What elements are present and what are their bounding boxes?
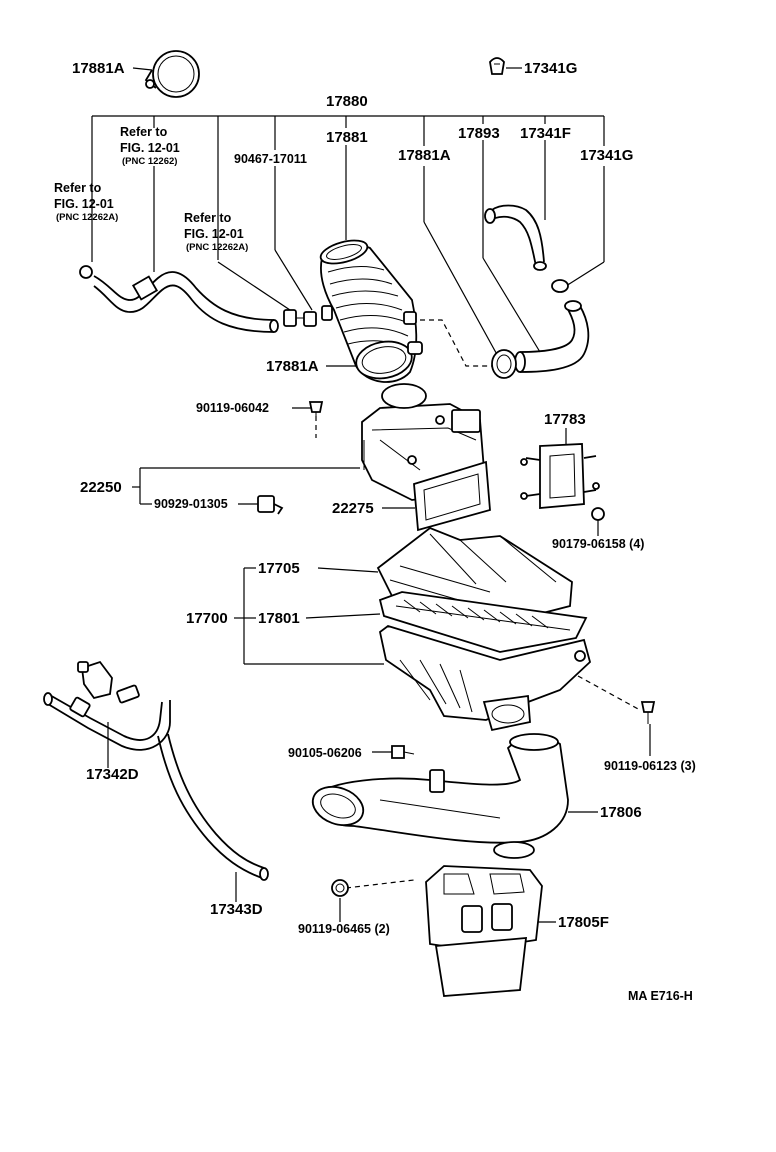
resonator-17805f [425, 841, 543, 997]
hose-17893 [514, 300, 590, 373]
ref3-line2: FIG. 12-01 [184, 227, 244, 241]
intake-duct-17806 [311, 733, 569, 844]
vacuum-hose-17343d [157, 733, 269, 881]
label-17881: 17881 [326, 129, 368, 146]
label-17881a-mid: 17881A [398, 147, 451, 164]
gasket-22275 [413, 460, 491, 532]
clamp-17341g-right [551, 279, 569, 293]
ref3-line1: Refer to [184, 211, 232, 225]
bolt-90119-06042 [308, 401, 324, 418]
vacuum-hose-17342d [43, 660, 171, 751]
filter-element-17801 [378, 591, 588, 653]
footer-code: MA E716-H [628, 989, 693, 1003]
hose-clamp-17881a-mid [491, 349, 517, 379]
leader-lines [91, 67, 651, 923]
air-cleaner-case [378, 625, 592, 732]
breather-hose-left [79, 265, 279, 333]
dashed-guides [315, 319, 641, 889]
label-17343d: 17343D [210, 901, 263, 918]
label-17806: 17806 [600, 804, 642, 821]
label-90119-06042: 90119-06042 [196, 401, 269, 415]
bracket-17783 [520, 443, 600, 509]
clip-17341g-top [489, 57, 505, 75]
bolt-90105-06206 [391, 745, 415, 759]
label-90119-06123: 90119-06123 (3) [604, 759, 696, 773]
label-17893: 17893 [458, 125, 500, 142]
ref1-line2: FIG. 12-01 [120, 141, 180, 155]
label-90119-06465: 90119-06465 (2) [298, 922, 390, 936]
label-17705: 17705 [258, 560, 300, 577]
label-17341g-top: 17341G [524, 60, 577, 77]
bolt-90119-06465 [331, 879, 349, 897]
label-17881a-top: 17881A [72, 60, 125, 77]
label-17342d: 17342D [86, 766, 139, 783]
label-90179-06158: 90179-06158 (4) [552, 537, 644, 551]
hose-clamp-17881a-low [407, 341, 423, 355]
ref1-line3: (PNC 12262) [122, 156, 177, 167]
hose-17341f [484, 204, 547, 271]
label-17341g-right: 17341G [580, 147, 633, 164]
label-90467-17011: 90467-17011 [234, 152, 307, 166]
label-17881a-low: 17881A [266, 358, 319, 375]
label-17880: 17880 [326, 93, 368, 110]
part-labels: 17881A 17341G 17880 17881 90467-17011 17… [54, 60, 696, 1003]
label-17783: 17783 [544, 411, 586, 428]
air-cleaner-hose-17881 [319, 239, 418, 383]
label-90929-01305: 90929-01305 [154, 497, 228, 511]
label-22275: 22275 [332, 500, 374, 517]
bolt-90119-06123 [640, 701, 656, 724]
hose-clamps-small [283, 309, 317, 327]
label-17805f: 17805F [558, 914, 609, 931]
label-17700: 17700 [186, 610, 228, 627]
label-90105-06206: 90105-06206 [288, 746, 362, 760]
label-22250: 22250 [80, 479, 122, 496]
ref2-line2: FIG. 12-01 [54, 197, 114, 211]
hose-clamp-17881a-top [144, 50, 200, 98]
nut-90179-06158 [591, 507, 605, 521]
ref1-line1: Refer to [120, 125, 168, 139]
ref2-line1: Refer to [54, 181, 102, 195]
ref3-line3: (PNC 12262A) [186, 242, 248, 253]
ref2-line3: (PNC 12262A) [56, 212, 118, 223]
label-17801: 17801 [258, 610, 300, 627]
clip-90929-01305 [257, 495, 284, 515]
label-17341f: 17341F [520, 125, 571, 142]
